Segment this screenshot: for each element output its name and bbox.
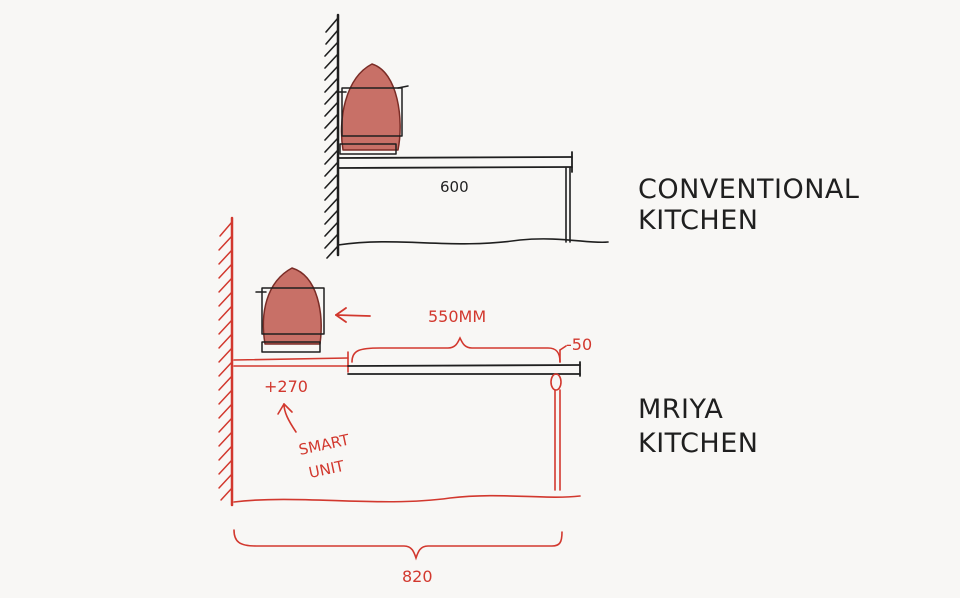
smart-unit-note-line1: SMART	[297, 430, 352, 458]
dimension-550-brace	[351, 336, 561, 363]
conventional-kettle	[335, 63, 409, 155]
smart-unit-note-line2: UNIT	[307, 457, 347, 482]
mriya-cabinet	[233, 373, 581, 503]
mriya-dimension-550mm: 550MM	[428, 307, 486, 326]
mriya-kettle	[255, 267, 325, 353]
smart-unit-arrow	[277, 403, 297, 433]
mriya-countertop	[347, 361, 581, 377]
dimension-offset-marker	[559, 345, 567, 363]
mriya-dimension-plus-270: +270	[264, 377, 308, 396]
conventional-wall	[324, 13, 340, 259]
conventional-cabinet	[337, 167, 609, 246]
arrow-to-kettle	[335, 307, 371, 323]
mriya-wall	[218, 216, 234, 507]
dimension-820-brace	[233, 529, 563, 561]
conventional-dimension-600: 600	[440, 178, 469, 196]
mriya-dimension-minus-50: -50	[566, 335, 592, 354]
conventional-kitchen-label-line2: KITCHEN	[638, 205, 759, 236]
mriya-kitchen-label-line2: KITCHEN	[638, 428, 759, 459]
smart-unit-shelf	[233, 351, 349, 373]
conventional-kitchen-drawing	[324, 13, 609, 259]
conventional-countertop	[337, 151, 573, 173]
mriya-kitchen-label-line1: MRIYA	[638, 394, 723, 425]
mriya-dimension-820: 820	[402, 567, 433, 586]
conventional-kitchen-label-line1: CONVENTIONAL	[638, 174, 859, 205]
